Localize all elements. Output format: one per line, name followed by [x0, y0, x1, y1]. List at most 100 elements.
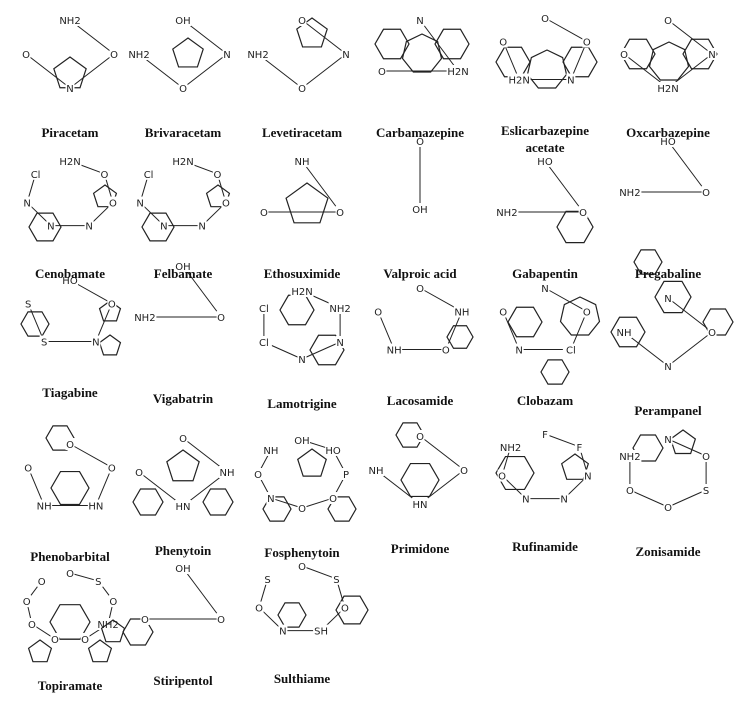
atom-label-bg — [446, 65, 470, 77]
atom-label-bg — [219, 466, 235, 478]
bond — [377, 311, 395, 350]
compound-name: Clobazam — [516, 393, 574, 408]
atom-label-bg — [254, 601, 264, 614]
ring — [277, 602, 307, 628]
atom-label: NH2 — [619, 452, 640, 463]
atom-label-bg — [701, 450, 711, 462]
atom-label: O — [378, 67, 386, 78]
atom-label: O — [583, 37, 591, 48]
atom-label-bg — [618, 450, 642, 462]
atom-label-bg — [46, 219, 56, 232]
atom-label-bg — [50, 632, 60, 645]
bond — [667, 489, 707, 508]
atom-label: O — [255, 604, 263, 615]
atom-label: NH — [37, 502, 52, 513]
atom-label: O — [260, 208, 268, 219]
ring — [434, 28, 470, 60]
atom-label: OH — [412, 205, 427, 216]
atom-label: H2N — [291, 287, 312, 298]
atom-label: N — [223, 50, 230, 61]
atom-label-bg — [255, 336, 272, 348]
atom-label-bg — [108, 595, 118, 608]
compound-name: Piracetam — [41, 125, 99, 140]
atom-label: S — [703, 486, 709, 497]
atom-label-bg — [36, 499, 53, 512]
compound-name: Tiagabine — [42, 385, 98, 400]
compound-name: Fosphenytoin — [264, 545, 340, 560]
atom-label-bg — [328, 302, 352, 314]
bond — [544, 433, 580, 448]
atom-label: O — [620, 50, 628, 61]
ring — [205, 184, 231, 208]
atom-label-bg — [175, 500, 191, 512]
atom-label: O — [298, 562, 306, 573]
atom-label-bg — [108, 196, 118, 209]
atom-label: OH — [294, 436, 309, 447]
ring — [172, 37, 204, 68]
bond — [667, 331, 713, 367]
bond — [667, 297, 713, 333]
atom-label: NH — [369, 466, 384, 477]
atom-label-bg — [23, 297, 33, 310]
atom-label-bg — [107, 461, 117, 474]
ring — [374, 28, 410, 60]
atom-label-bg — [297, 82, 307, 94]
atom-label: O — [341, 604, 349, 615]
atom-label: H2N — [447, 67, 468, 78]
atom-label-bg — [87, 499, 104, 512]
atom-label-bg — [574, 440, 584, 453]
atom-label: O — [100, 170, 108, 181]
atom-label-bg — [583, 469, 593, 482]
atom-label-bg — [415, 282, 425, 294]
atom-label: O — [51, 635, 59, 646]
atom-label: NH — [220, 468, 235, 479]
atom-label: Cl — [144, 170, 154, 181]
atom-label: O — [24, 463, 32, 474]
atom-label-bg — [663, 292, 673, 304]
atom-label-bg — [175, 260, 191, 272]
bond — [570, 311, 588, 350]
compound-name: Lacosamide — [386, 393, 454, 408]
atom-label: O — [499, 37, 507, 48]
atom-label: O — [22, 50, 30, 61]
ring — [285, 182, 329, 224]
atom-label: N — [267, 494, 274, 505]
atom-label: F — [542, 430, 548, 441]
atom-label: O — [416, 284, 424, 295]
atom-label-bg — [616, 326, 632, 338]
atom-label: O — [416, 432, 424, 443]
atom-label-bg — [246, 48, 270, 60]
atom-label-bg — [65, 438, 75, 450]
atom-label: H2N — [657, 84, 678, 95]
ring — [610, 316, 646, 348]
atom-label: N — [47, 222, 54, 233]
ring — [98, 334, 122, 356]
atom-label: NH2 — [496, 208, 517, 219]
ring — [495, 46, 531, 78]
atom-label: O — [66, 569, 74, 580]
ring — [279, 294, 315, 326]
atom-label-bg — [459, 464, 469, 476]
atom-label-bg — [22, 196, 32, 209]
ring — [682, 38, 718, 70]
atom-label: O — [28, 620, 36, 631]
compound-name: Levetiracetam — [261, 125, 343, 140]
atom-label-bg — [221, 196, 231, 209]
atom-label-bg — [91, 335, 101, 348]
bond — [69, 443, 113, 468]
atom-label: N — [298, 355, 305, 366]
compound-name: Perampanel — [634, 403, 702, 418]
ring — [526, 49, 568, 89]
atom-label-bg — [656, 82, 680, 94]
ring — [556, 210, 594, 244]
ring — [540, 359, 570, 385]
atom-label: NH — [387, 346, 402, 357]
atom-label: O — [460, 466, 468, 477]
